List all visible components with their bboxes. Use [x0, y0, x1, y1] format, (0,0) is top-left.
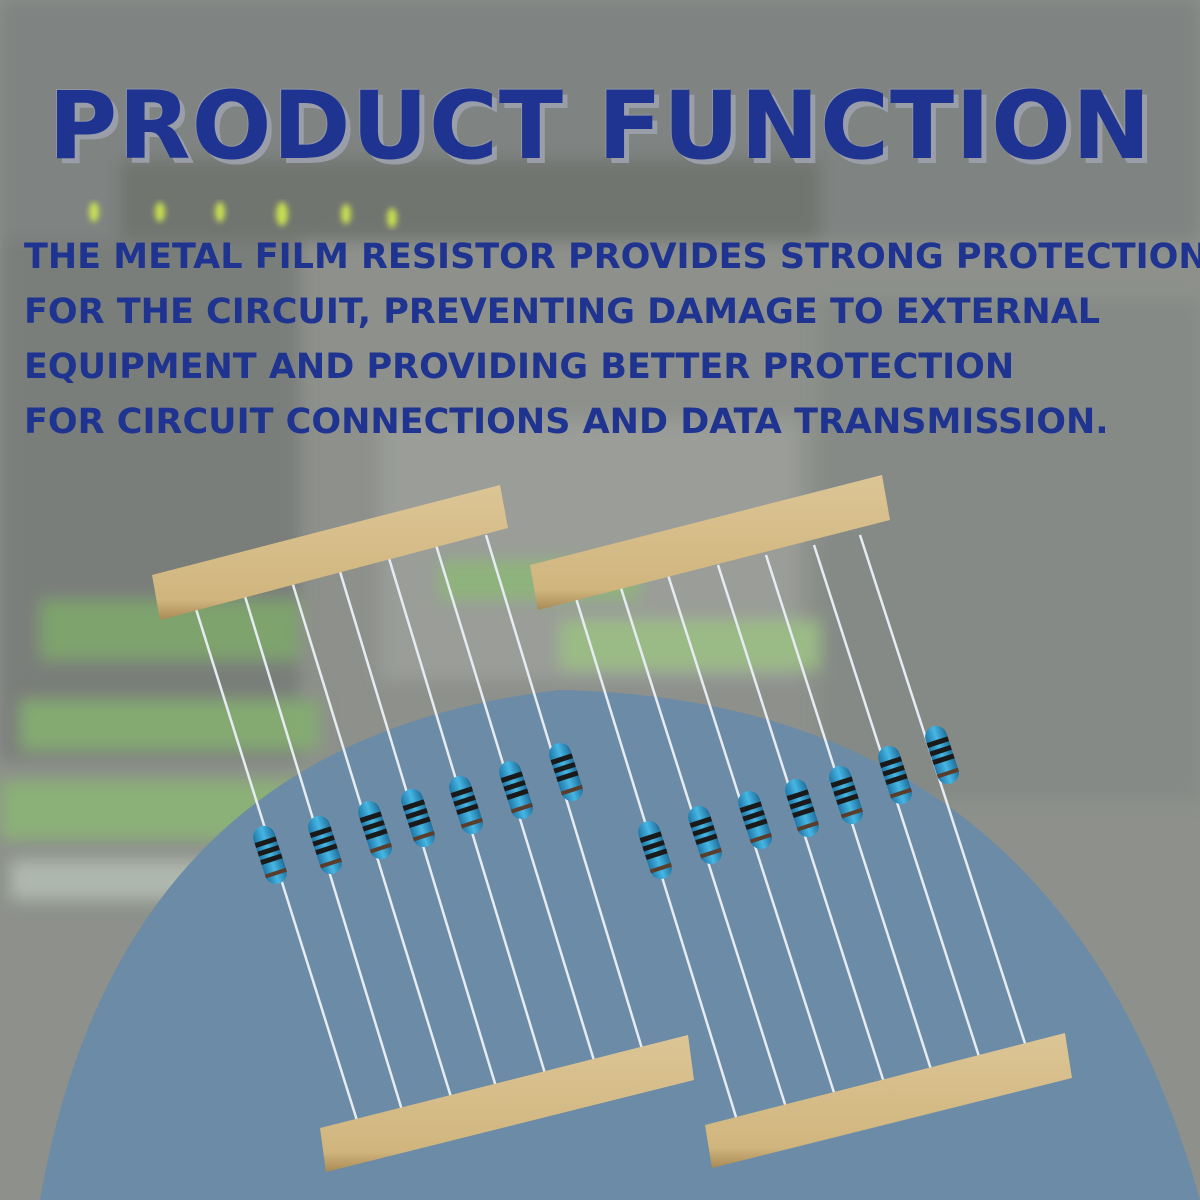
description-line: EQUIPMENT AND PROVIDING BETTER PROTECTIO…	[24, 347, 1015, 387]
resistor	[546, 740, 586, 804]
resistor	[735, 788, 775, 852]
resistor	[496, 758, 536, 822]
resistor-strip	[152, 485, 694, 1172]
resistor	[635, 818, 675, 882]
resistor	[355, 798, 395, 862]
description-line: THE METAL FILM RESISTOR PROVIDES STRONG …	[24, 237, 1200, 277]
resistor	[826, 763, 866, 827]
description-line: FOR CIRCUIT CONNECTIONS AND DATA TRANSMI…	[24, 402, 1109, 442]
page-title: PRODUCT FUNCTION	[48, 72, 1152, 181]
resistor	[398, 786, 438, 850]
resistor	[875, 743, 915, 807]
resistor	[250, 823, 290, 887]
resistor	[685, 803, 725, 867]
resistor	[305, 813, 345, 877]
description: THE METAL FILM RESISTOR PROVIDES STRONG …	[24, 230, 1200, 450]
resistor	[782, 776, 822, 840]
description-line: FOR THE CIRCUIT, PREVENTING DAMAGE TO EX…	[24, 292, 1101, 332]
resistor	[922, 723, 962, 787]
resistor-strip	[530, 475, 1072, 1168]
resistor	[446, 773, 486, 837]
